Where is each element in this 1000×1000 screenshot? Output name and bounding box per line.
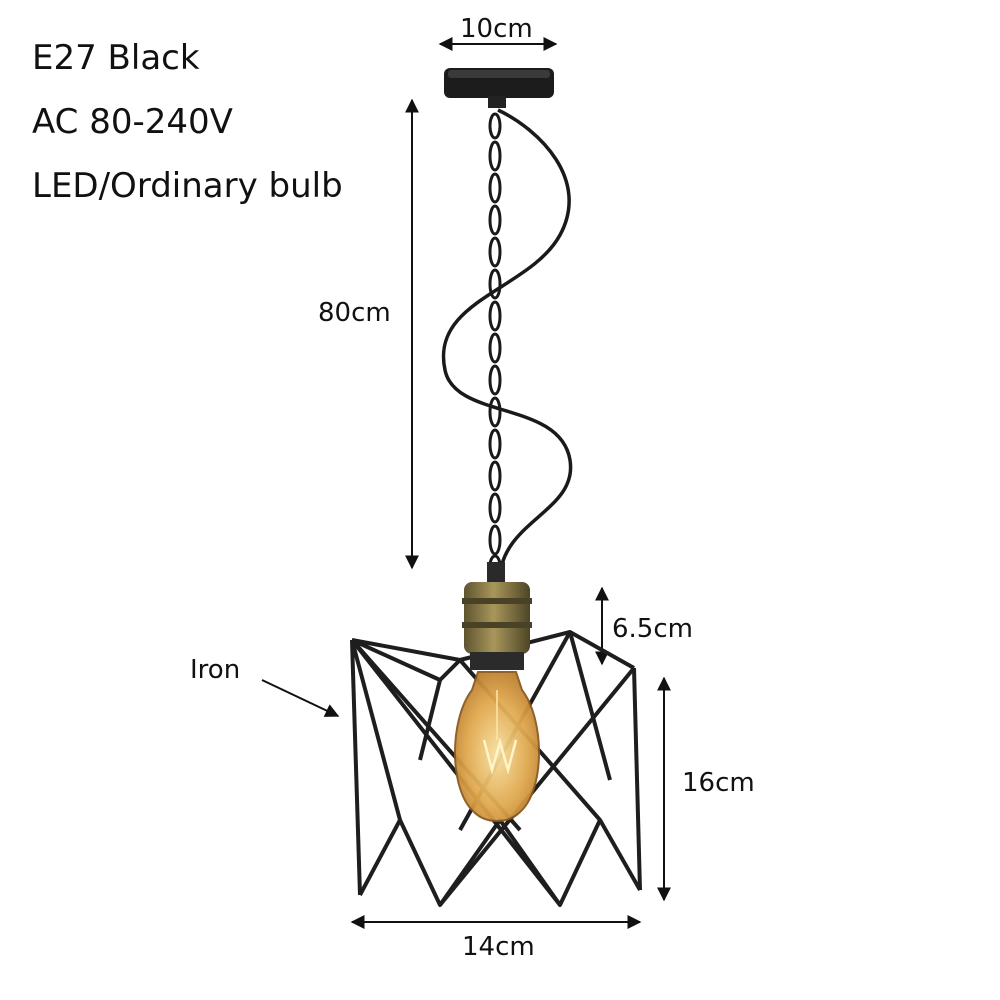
dim-shade-height: 16cm (682, 768, 755, 798)
brass-socket (462, 562, 532, 670)
edison-bulb (454, 671, 540, 822)
power-cord (441, 108, 573, 576)
hanging-chain (488, 112, 502, 578)
dim-socket-height: 6.5cm (612, 614, 693, 644)
spec-voltage: AC 80-240V (32, 102, 233, 142)
arrow-material (261, 679, 340, 717)
ceiling-canopy (444, 68, 554, 108)
dim-shade-width: 14cm (462, 932, 535, 962)
spec-bulb: LED/Ordinary bulb (32, 166, 343, 206)
callout-material: Iron (190, 655, 241, 685)
dim-cord-length: 80cm (318, 298, 391, 328)
spec-fitting: E27 Black (32, 38, 200, 78)
